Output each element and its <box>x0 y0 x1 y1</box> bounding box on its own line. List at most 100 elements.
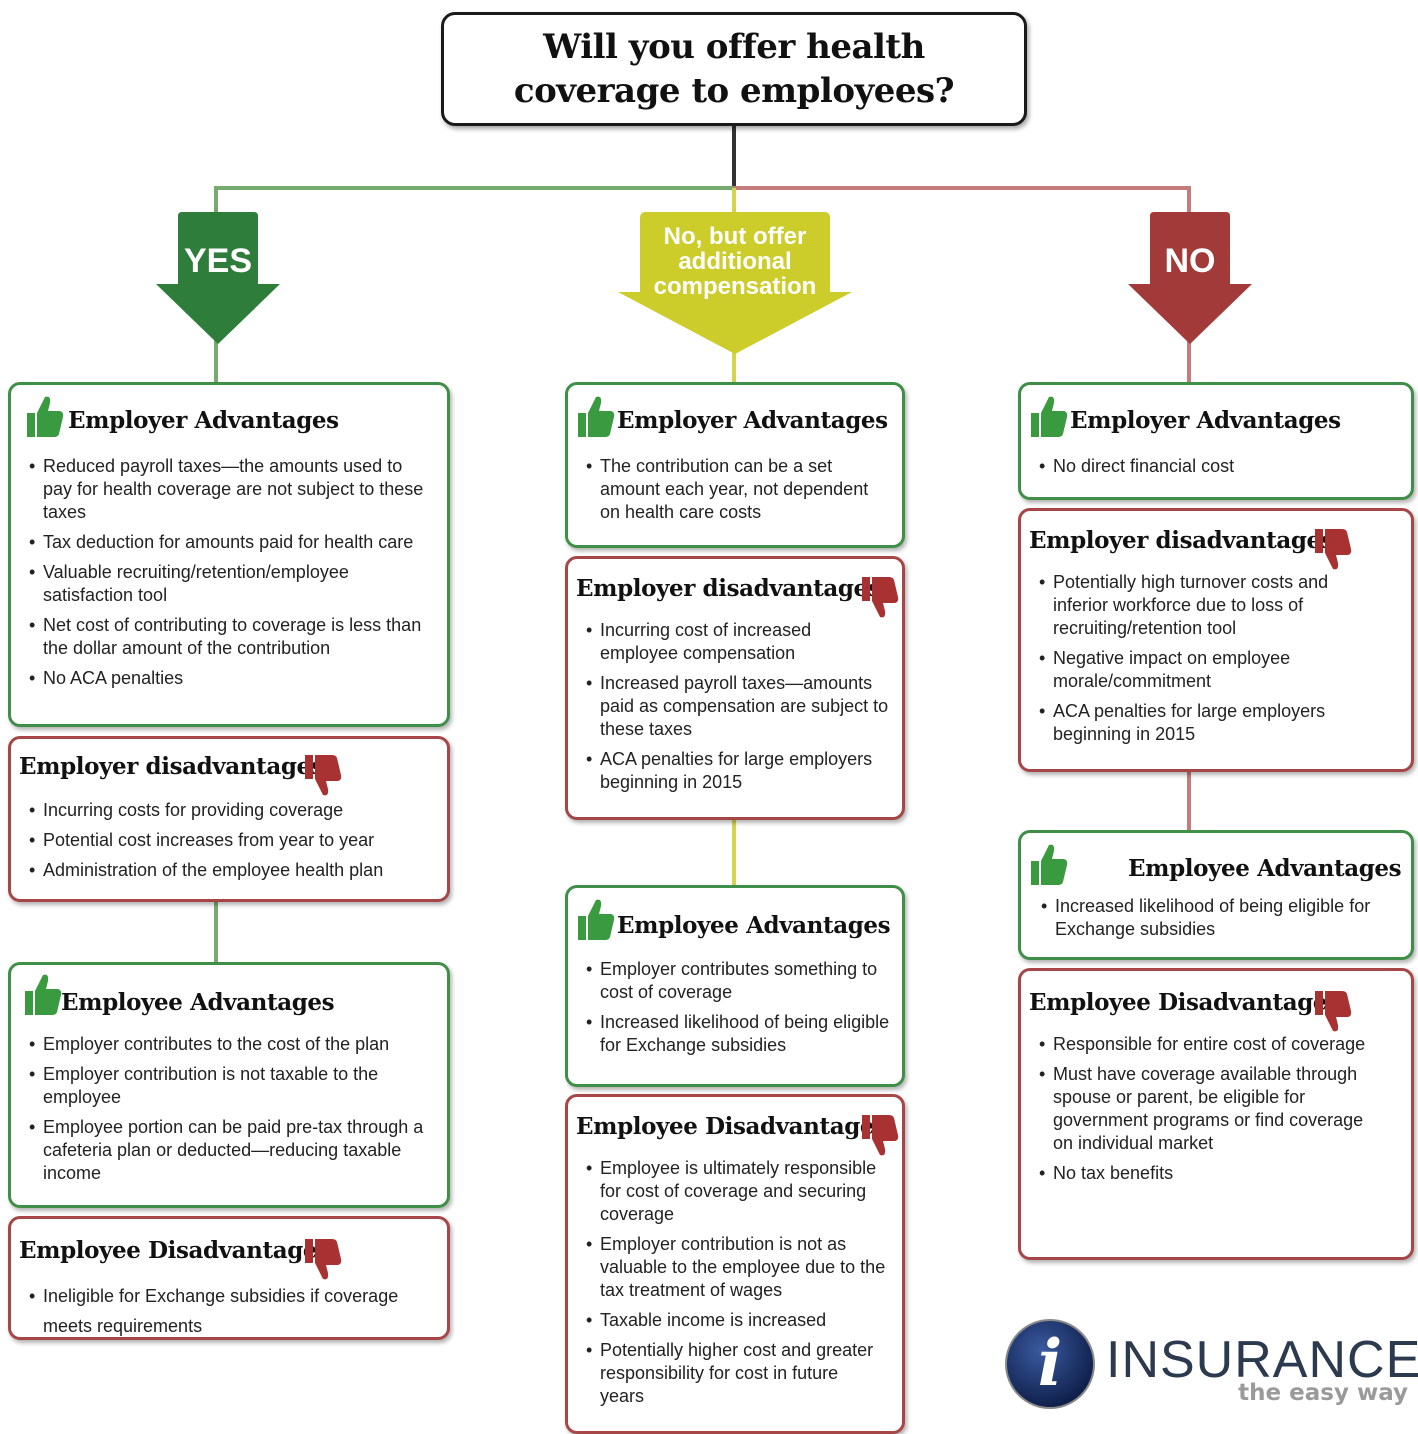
box-title: Employer Advantages <box>68 407 339 434</box>
middle-label-line2: additional <box>678 248 792 275</box>
list-item: Increased likelihood of being eligible f… <box>1041 895 1401 941</box>
middle-employee-advantages-box: Employee Advantages Employer contributes… <box>565 885 905 1087</box>
box-title: Employee Advantages <box>61 989 335 1016</box>
connector-middle-to-box <box>732 352 736 386</box>
thumbs-down-icon <box>860 575 900 621</box>
list-item: Employer contribution is not taxable to … <box>29 1063 434 1109</box>
list-item: Potentially higher cost and greater resp… <box>586 1339 886 1408</box>
bullet-list: Incurring cost of increased employee com… <box>586 619 891 801</box>
thumbs-down-icon <box>303 1237 343 1283</box>
bullet-list: Ineligible for Exchange subsidies if cov… <box>29 1281 439 1348</box>
logo-name: INSURANCE <box>1106 1331 1418 1389</box>
list-item: Incurring cost of increased employee com… <box>586 619 891 665</box>
list-item: Net cost of contributing to coverage is … <box>29 614 434 660</box>
list-item: Valuable recruiting/retention/employee s… <box>29 561 434 607</box>
thumbs-down-icon <box>860 1113 900 1159</box>
list-item: Reduced payroll taxes—the amounts used t… <box>29 455 434 524</box>
no-label: NO <box>1164 242 1216 280</box>
list-item: Employee is ultimately responsible for c… <box>586 1157 886 1226</box>
list-item: Increased payroll taxes—amounts paid as … <box>586 672 891 741</box>
list-item: No direct financial cost <box>1039 455 1399 478</box>
box-title: Employee Disadvantages <box>576 1113 887 1140</box>
connector-yes-to-box <box>214 340 218 386</box>
thumbs-up-icon <box>576 393 616 439</box>
list-item: Tax deduction for amounts paid for healt… <box>29 531 434 554</box>
list-item: Taxable income is increased <box>586 1309 886 1332</box>
insurance-logo: i INSURANCE the easy way <box>1004 1318 1418 1414</box>
bullet-list: No direct financial cost <box>1039 455 1399 485</box>
thumbs-down-icon <box>1313 527 1353 573</box>
no-employer-advantages-box: Employer Advantages No direct financial … <box>1018 382 1414 500</box>
thumbs-up-icon <box>25 393 65 439</box>
logo-mark: i <box>1037 1326 1063 1401</box>
connector-no-employee <box>1187 770 1191 832</box>
box-title: Employer disadvantages <box>576 575 881 602</box>
box-title: Employer disadvantages <box>1029 527 1334 554</box>
box-title: Employer Advantages <box>1070 407 1341 434</box>
list-item: Administration of the employee health pl… <box>29 859 439 882</box>
thumbs-down-icon <box>303 753 343 799</box>
connector-yes-down <box>214 186 218 216</box>
middle-employer-advantages-box: Employer Advantages The contribution can… <box>565 382 905 548</box>
yes-employee-disadvantages-box: Employee Disadvantages Ineligible for Ex… <box>8 1216 450 1340</box>
list-item: Employer contributes something to cost o… <box>586 958 891 1004</box>
connector-stem <box>732 122 736 188</box>
box-title: Employer disadvantages <box>19 753 324 780</box>
bullet-list: Potentially high turnover costs and infe… <box>1039 571 1359 753</box>
connector-no-down <box>1187 186 1191 216</box>
list-item: No tax benefits <box>1039 1162 1384 1185</box>
connector-middle-employee <box>732 818 736 888</box>
connector-no-to-box <box>1187 340 1191 386</box>
box-title: Employer Advantages <box>617 407 888 434</box>
yes-employer-advantages-box: Employer Advantages Reduced payroll taxe… <box>8 382 450 727</box>
list-item: Employer contribution is not as valuable… <box>586 1233 886 1302</box>
middle-employee-disadvantages-box: Employee Disadvantages Employee is ultim… <box>565 1094 905 1434</box>
thumbs-down-icon <box>1313 989 1353 1035</box>
info-logo-icon <box>1005 1319 1095 1409</box>
thumbs-up-icon <box>23 971 63 1017</box>
bullet-list: Responsible for entire cost of coverage … <box>1039 1033 1384 1192</box>
question-title-line1: Will you offer health <box>543 27 925 67</box>
thumbs-up-icon <box>1029 841 1069 887</box>
thumbs-up-icon <box>1029 393 1069 439</box>
list-item: Incurring costs for providing coverage <box>29 799 439 822</box>
bullet-list: Increased likelihood of being eligible f… <box>1041 895 1401 948</box>
bullet-list: Incurring costs for providing coverage P… <box>29 799 439 889</box>
no-arrow: NO <box>1128 212 1252 344</box>
middle-arrow: No, but offer additional compensation <box>618 212 852 354</box>
logo-tagline: the easy way <box>1238 1380 1408 1406</box>
list-item: Potential cost increases from year to ye… <box>29 829 439 852</box>
yes-employer-disadvantages-box: Employer disadvantages Incurring costs f… <box>8 736 450 902</box>
middle-label: No, but offer additional compensation <box>618 224 852 299</box>
box-title: Employee Advantages <box>617 912 891 939</box>
yes-arrow-shape <box>156 212 280 344</box>
list-item: Employee portion can be paid pre-tax thr… <box>29 1116 434 1185</box>
list-item: No ACA penalties <box>29 667 434 690</box>
list-item: Potentially high turnover costs and infe… <box>1039 571 1359 640</box>
bullet-list: The contribution can be a set amount eac… <box>586 455 886 531</box>
middle-label-line3: compensation <box>653 273 817 300</box>
list-item: Negative impact on employee morale/commi… <box>1039 647 1359 693</box>
bullet-list: Employer contributes something to cost o… <box>586 958 891 1064</box>
bullet-list: Employee is ultimately responsible for c… <box>586 1157 886 1415</box>
yes-label: YES <box>183 242 253 280</box>
list-item: Employer contributes to the cost of the … <box>29 1033 434 1056</box>
box-title: Employee Disadvantages <box>19 1237 330 1264</box>
yes-employee-advantages-box: Employee Advantages Employer contributes… <box>8 962 450 1208</box>
yes-arrow: YES <box>156 212 280 344</box>
bullet-list: Reduced payroll taxes—the amounts used t… <box>29 455 434 697</box>
list-item: The contribution can be a set amount eac… <box>586 455 886 524</box>
list-item: Must have coverage available through spo… <box>1039 1063 1384 1155</box>
list-item: ACA penalties for large employers beginn… <box>1039 700 1359 746</box>
connector-right <box>733 186 1191 190</box>
connector-yes-employee <box>214 900 218 966</box>
middle-arrow-shape <box>618 212 852 354</box>
no-employee-advantages-box: Employee Advantages Increased likelihood… <box>1018 830 1414 960</box>
no-arrow-shape <box>1128 212 1252 344</box>
no-employer-disadvantages-box: Employer disadvantages Potentially high … <box>1018 508 1414 772</box>
list-item: Ineligible for Exchange subsidies if cov… <box>29 1281 439 1341</box>
connector-left <box>215 186 735 190</box>
thumbs-up-icon <box>576 896 616 942</box>
question-title-box: Will you offer health coverage to employ… <box>441 12 1027 126</box>
box-title: Employee Advantages <box>1128 855 1402 882</box>
